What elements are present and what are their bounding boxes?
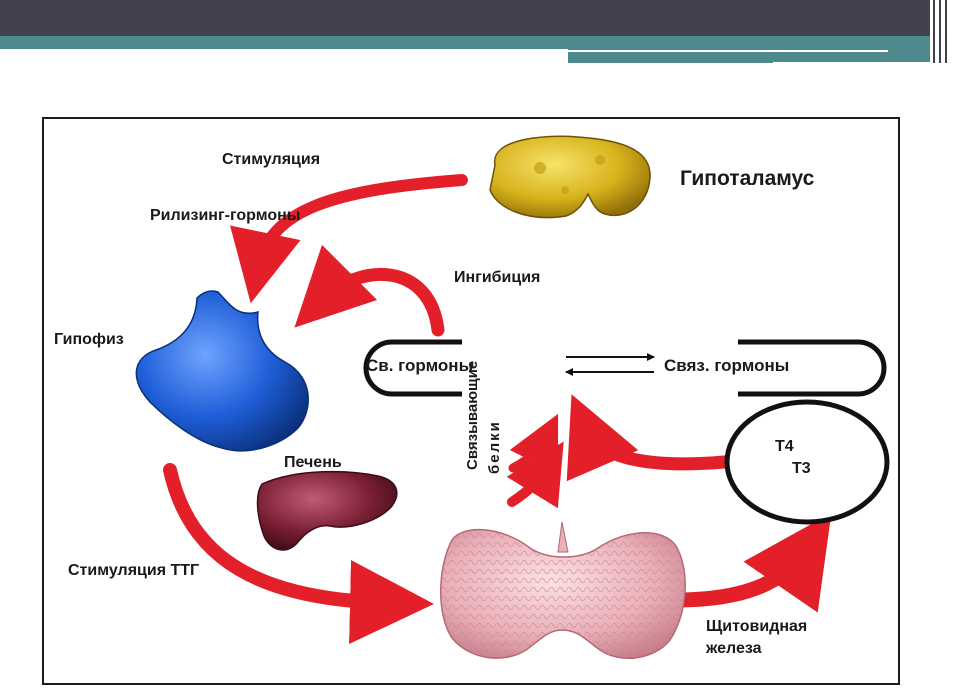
arrow-binding-proteins-upper [508,413,559,475]
bound-hormones-bracket [738,339,887,397]
arrow-binding-proteins-lower [506,441,564,509]
header-accent-line [568,50,888,52]
label-liver: Печень [284,454,342,471]
header-accent-band [0,36,930,49]
label-inhibition: Ингибиция [454,269,541,286]
header-vertical-line [933,0,935,63]
label-thyroid-line2: железа [706,640,762,657]
label-thyroid-line1: Щитовидная [706,618,808,635]
arrow-hypothalamus-to-pituitary [230,174,468,304]
label-tsh-stimulation: Стимуляция ТТГ [68,562,200,579]
label-bound-hormones: Связ. гормоны [664,356,790,375]
arrow-thyroid-to-t4t3 [668,512,832,613]
header-vertical-line [939,0,941,63]
label-hypothalamus: Гипоталамус [680,167,815,190]
t4-t3-circle [724,399,890,525]
label-binding-proteins-line2: белки [486,420,503,474]
label-free-hormones: Св. гормоны [366,356,474,375]
arrow-pituitary-to-thyroid [163,463,434,645]
header-accent-step [568,49,930,63]
label-t4: T4 [775,438,794,455]
label-pituitary: Гипофиз [54,331,124,348]
label-stimulation: Стимуляция [222,151,321,168]
liver-icon [256,470,398,551]
free-hormones-bracket [363,339,462,397]
label-releasing-hormones: Рилизинг-гормоны [150,207,301,224]
label-binding-proteins-line1: Связывающие [464,360,481,470]
arrow-t4t3-to-hormones [566,394,731,482]
pituitary-icon [135,290,309,452]
header-bar [0,0,930,36]
thyroid-gland-icon [440,521,686,660]
hypothalamus-icon [489,135,651,219]
label-t3: T3 [792,460,811,477]
header-vertical-line [945,0,947,63]
header-accent-line [773,62,930,64]
arrow-inhibition [294,244,445,337]
